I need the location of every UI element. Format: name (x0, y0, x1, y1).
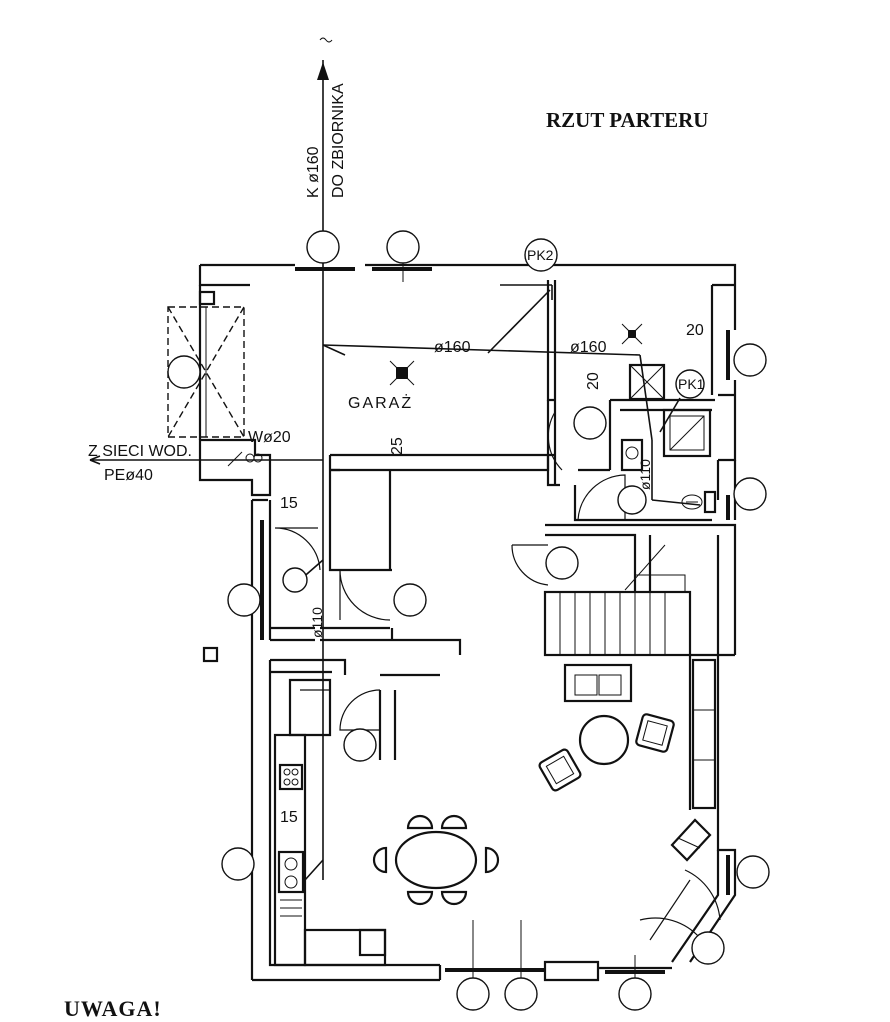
water-size-label: Wø20 (248, 429, 291, 446)
outer-walls (198, 263, 737, 982)
sewer-branches (299, 284, 701, 881)
dining-set (372, 814, 500, 906)
dim-20-top: 20 (686, 322, 704, 339)
axis-circle (167, 355, 201, 389)
dim-20-mid: 20 (585, 372, 602, 390)
pipe-110-b: ø110 (637, 459, 653, 490)
sewer-pipe-label: K ø160 (305, 146, 322, 198)
living-furniture (538, 658, 717, 862)
pk2-label: PK2 (527, 247, 554, 263)
boiler-unit (628, 363, 712, 458)
axis-circle (393, 583, 427, 617)
bathroom-fixtures (620, 438, 717, 514)
dim-25-garage: 25 (389, 437, 406, 455)
axis-circle (227, 583, 261, 617)
pe-size-label: PEø40 (104, 467, 153, 484)
axis-circle (618, 977, 652, 1011)
dim-15-a: 15 (280, 495, 298, 512)
doors (274, 411, 721, 941)
dim-15-b: 15 (280, 809, 298, 826)
pipe-label-a: ø160 (434, 339, 471, 356)
sewer-main-line (317, 37, 333, 880)
axis-circle (343, 728, 377, 762)
axis-circle (573, 406, 607, 440)
water-supply-line (89, 451, 323, 467)
axis-circle (733, 343, 767, 377)
pipe-label-b: ø160 (570, 339, 607, 356)
pipe-110-a: ø110 (309, 607, 325, 638)
axis-circle (691, 931, 725, 965)
staircase (543, 523, 718, 657)
water-supply-label: Z SIECI WOD. (88, 443, 192, 460)
pk1-label: PK1 (678, 376, 705, 392)
axis-circle (456, 977, 490, 1011)
axis-circle (545, 546, 579, 580)
axis-circle (386, 230, 420, 264)
axis-circle (736, 855, 770, 889)
kitchen-counter (273, 733, 387, 967)
axis-circle (282, 567, 308, 593)
floor-drain-icon (389, 360, 415, 386)
axis-circle (617, 485, 647, 515)
marker-square (202, 646, 219, 663)
axis-circle (504, 977, 538, 1011)
axis-circle (221, 847, 255, 881)
page-title: RZUT PARTERU (546, 108, 709, 132)
room-label-garage: GARAŻ (348, 393, 413, 412)
axis-circle (733, 477, 767, 511)
axis-markers (167, 230, 770, 1011)
axis-circle (306, 230, 340, 264)
floor-drain-icon-2 (621, 323, 643, 345)
sewer-destination-label: DO ZBIORNIKA (330, 83, 347, 198)
